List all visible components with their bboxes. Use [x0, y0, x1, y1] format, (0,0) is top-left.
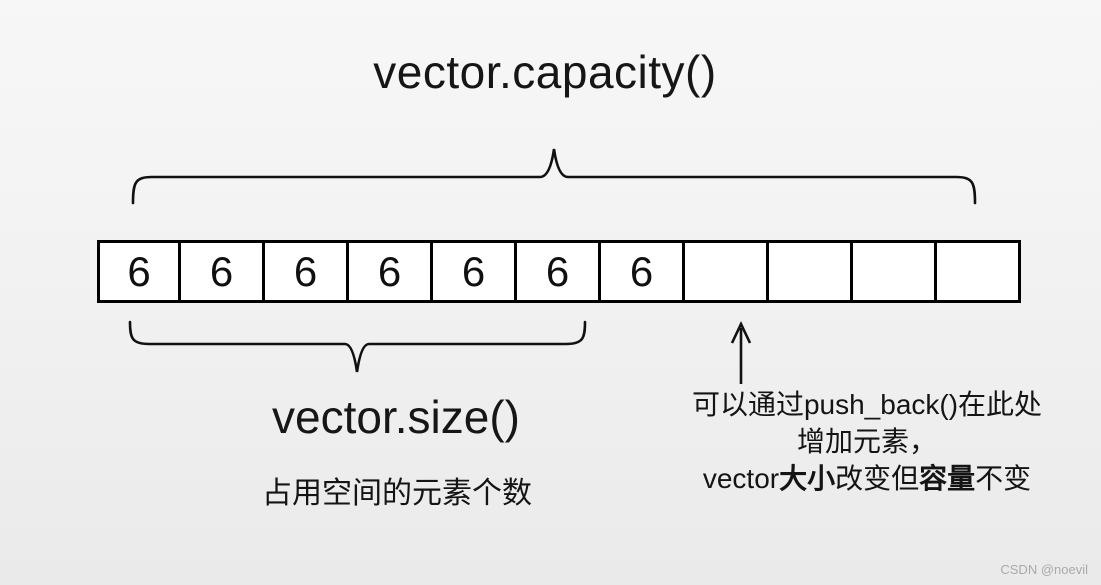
note-line3-bold-capacity: 容量 — [919, 463, 976, 494]
vector-cell: 6 — [433, 240, 517, 303]
insert-position-arrow-icon — [730, 320, 752, 384]
vector-cell: 6 — [517, 240, 601, 303]
push-back-note: 可以通过push_back()在此处 增加元素， vector大小改变但容量不变 — [638, 386, 1096, 497]
note-line2: 增加元素， — [796, 426, 937, 457]
note-line3-text: 不变 — [975, 463, 1032, 494]
vector-cell-empty — [853, 240, 937, 303]
note-line3-text: 改变但 — [835, 463, 920, 494]
note-line1: 可以通过push_back()在此处 — [691, 389, 1043, 420]
note-line3-text: vector — [702, 463, 780, 494]
note-line3-bold-size: 大小 — [779, 463, 836, 494]
size-title: vector.size() — [272, 391, 520, 443]
csdn-watermark: CSDN @noevil — [1000, 562, 1088, 577]
vector-cell: 6 — [97, 240, 181, 303]
vector-cell: 6 — [265, 240, 349, 303]
size-brace-icon — [128, 320, 587, 373]
note-line3: vector大小改变但容量不变 — [638, 460, 1096, 497]
vector-cell: 6 — [181, 240, 265, 303]
vector-cell: 6 — [601, 240, 685, 303]
vector-cell: 6 — [349, 240, 433, 303]
cell-row: 6 6 6 6 6 6 6 — [97, 240, 1021, 303]
capacity-brace-icon — [131, 148, 977, 205]
vector-cell-empty — [769, 240, 853, 303]
capacity-title: vector.capacity() — [373, 46, 717, 98]
vector-cell-empty — [685, 240, 769, 303]
size-caption: 占用空间的元素个数 — [262, 477, 532, 510]
vector-cell-empty — [937, 240, 1021, 303]
